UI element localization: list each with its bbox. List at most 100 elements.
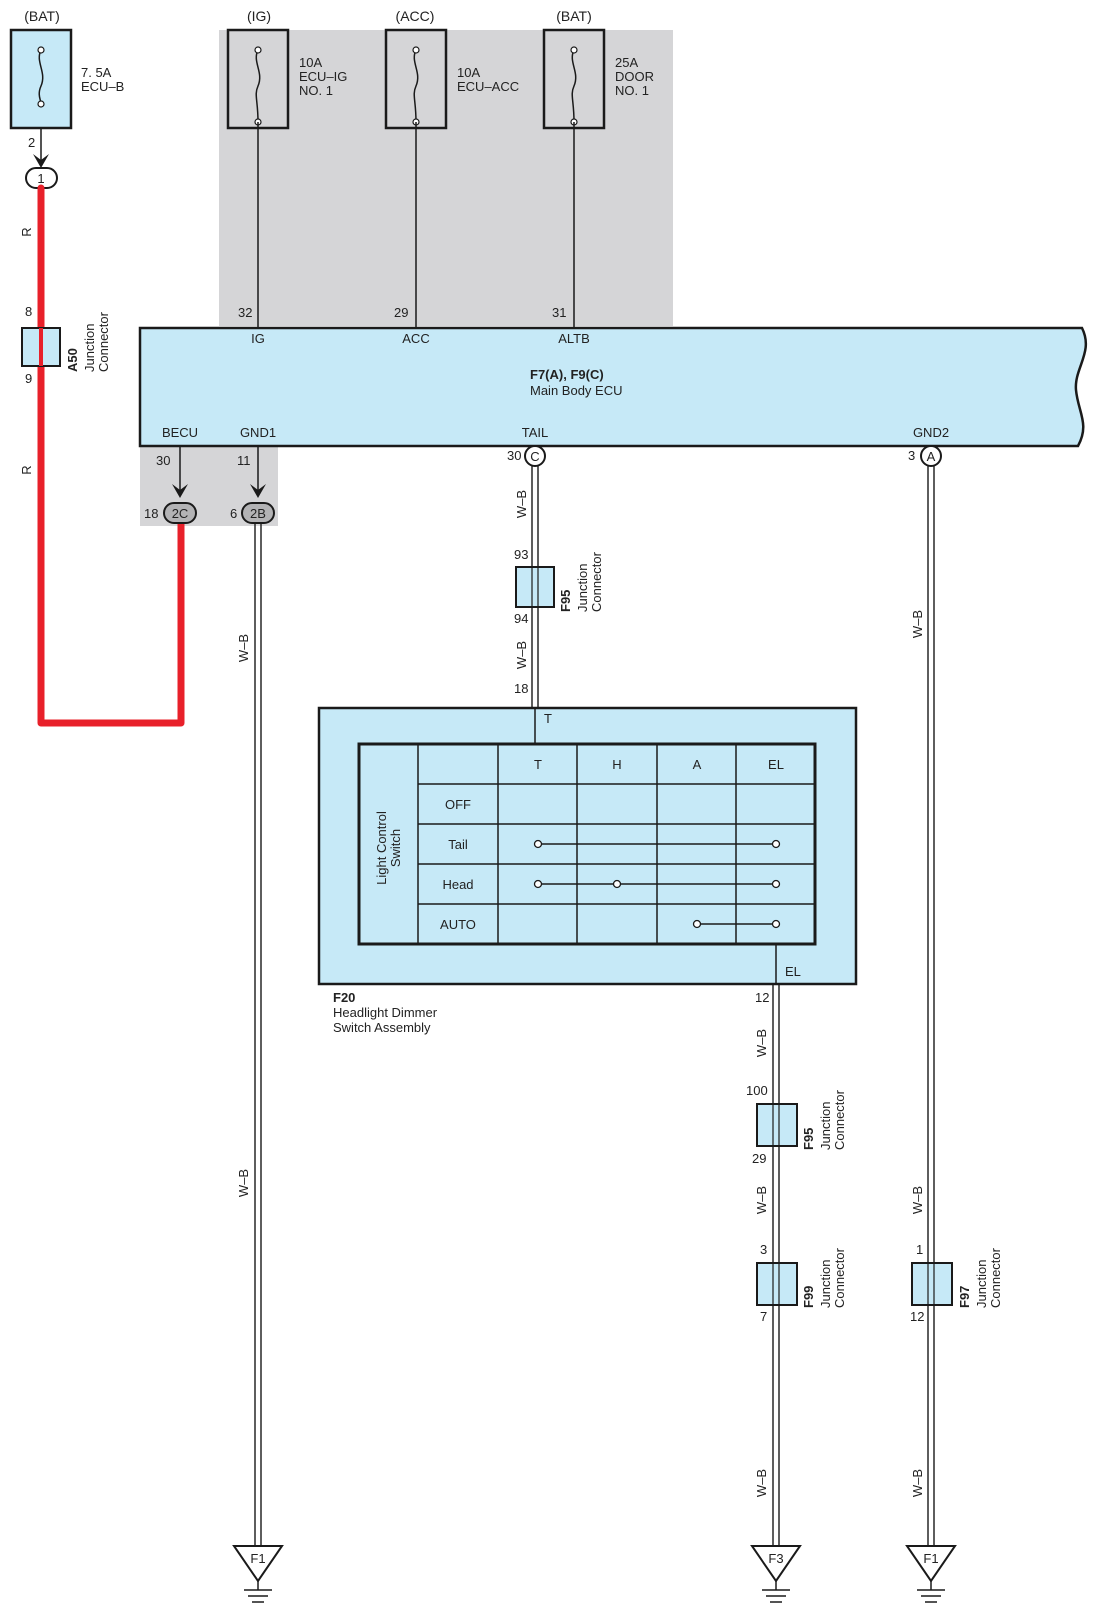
svg-text:32: 32 [238, 305, 252, 320]
svg-text:(IG): (IG) [247, 8, 271, 24]
svg-text:A: A [927, 449, 936, 464]
terminal-el: EL [785, 964, 801, 979]
svg-text:100: 100 [746, 1083, 768, 1098]
svg-text:F95: F95 [801, 1128, 816, 1150]
svg-text:29: 29 [394, 305, 408, 320]
svg-text:F3: F3 [768, 1551, 783, 1566]
connector-a: A [920, 445, 942, 467]
switch-name: Headlight Dimmer [333, 1005, 438, 1020]
svg-text:W–B: W–B [754, 1469, 769, 1497]
junction-f97: 1 12 F97 Junction Connector [910, 1242, 1003, 1324]
svg-text:Junction: Junction [818, 1260, 833, 1308]
svg-text:Connector: Connector [832, 1089, 847, 1150]
light-control-switch-table: Light Control Switch T H A EL OFF Tail H… [357, 742, 817, 946]
connector-arrow-icon [172, 484, 188, 498]
svg-text:2B: 2B [250, 506, 266, 521]
svg-text:30: 30 [156, 453, 170, 468]
svg-text:W–B: W–B [236, 1169, 251, 1197]
svg-text:Junction: Junction [82, 324, 97, 372]
terminal-t: T [544, 711, 552, 726]
svg-text:12: 12 [910, 1309, 924, 1324]
svg-text:11: 11 [237, 453, 251, 468]
ecu-name: Main Body ECU [530, 383, 622, 398]
fuse-name: ECU–B [81, 79, 124, 94]
svg-text:Light Control: Light Control [374, 811, 389, 885]
red-wire [37, 184, 185, 727]
svg-text:1: 1 [37, 171, 44, 186]
wire-wb-el [772, 984, 780, 1546]
ground-f3: F3 [750, 1545, 802, 1603]
svg-text:10A: 10A [457, 65, 480, 80]
continuity-auto [692, 919, 781, 929]
svg-text:ACC: ACC [402, 331, 429, 346]
svg-text:Connector: Connector [589, 551, 604, 612]
wire-wb-gnd1 [254, 523, 262, 1546]
svg-text:ECU–IG: ECU–IG [299, 69, 347, 84]
wire-wb-tail [531, 466, 539, 708]
connector-2b: 6 2B [230, 502, 275, 524]
svg-text:12: 12 [755, 990, 769, 1005]
svg-text:F95: F95 [558, 590, 573, 612]
wire-color-label: R [19, 465, 34, 474]
svg-text:Junction: Junction [974, 1260, 989, 1308]
ground-f1-left: F1 [232, 1545, 284, 1603]
column-header: EL [768, 757, 784, 772]
svg-text:29: 29 [752, 1151, 766, 1166]
main-body-ecu: IG ACC ALTB F7(A), F9(C) Main Body ECU B… [138, 326, 1088, 448]
svg-text:(BAT): (BAT) [556, 8, 592, 24]
svg-text:F1: F1 [923, 1551, 938, 1566]
pin-label: 2 [28, 135, 35, 150]
connector-2c: 18 2C [144, 502, 197, 524]
svg-text:30: 30 [507, 448, 521, 463]
ground-f1-right: F1 [905, 1545, 957, 1603]
svg-text:Connector: Connector [988, 1247, 1003, 1308]
fuse-source: (BAT) [24, 8, 60, 24]
svg-text:F99: F99 [801, 1286, 816, 1308]
svg-text:25A: 25A [615, 55, 638, 70]
svg-text:TAIL: TAIL [522, 425, 549, 440]
connector-arrow-icon [250, 484, 266, 498]
row-header: AUTO [440, 917, 476, 932]
svg-text:1: 1 [916, 1242, 923, 1257]
svg-text:(ACC): (ACC) [396, 8, 435, 24]
switch-id: F20 [333, 990, 355, 1005]
svg-text:NO. 1: NO. 1 [299, 83, 333, 98]
row-header: OFF [445, 797, 471, 812]
junction-a50: 8 9 A50 Junction Connector [21, 304, 111, 386]
svg-text:W–B: W–B [514, 641, 529, 669]
svg-text:2C: 2C [172, 506, 189, 521]
svg-text:3: 3 [908, 448, 915, 463]
row-header: Tail [448, 837, 468, 852]
continuity-head [533, 879, 781, 889]
svg-text:ECU–ACC: ECU–ACC [457, 79, 519, 94]
svg-text:10A: 10A [299, 55, 322, 70]
svg-text:94: 94 [514, 611, 528, 626]
svg-text:W–B: W–B [754, 1029, 769, 1057]
svg-text:BECU: BECU [162, 425, 198, 440]
svg-text:Connector: Connector [96, 311, 111, 372]
junction-f99: 3 7 F99 Junction Connector [756, 1242, 847, 1324]
connector-arrow-icon [33, 154, 49, 168]
junction-f95-lower: 100 29 F95 Junction Connector [746, 1083, 847, 1166]
svg-text:9: 9 [25, 371, 32, 386]
svg-text:W–B: W–B [514, 490, 529, 518]
svg-text:W–B: W–B [910, 1469, 925, 1497]
svg-text:3: 3 [760, 1242, 767, 1257]
svg-text:93: 93 [514, 547, 528, 562]
svg-text:C: C [530, 449, 539, 464]
svg-text:DOOR: DOOR [615, 69, 654, 84]
svg-text:A50: A50 [65, 348, 80, 372]
switch-name: Switch Assembly [333, 1020, 431, 1035]
svg-text:31: 31 [552, 305, 566, 320]
row-header: Head [442, 877, 473, 892]
svg-text:F1: F1 [250, 1551, 265, 1566]
svg-text:GND1: GND1 [240, 425, 276, 440]
svg-text:NO. 1: NO. 1 [615, 83, 649, 98]
svg-text:ALTB: ALTB [558, 331, 590, 346]
svg-text:18: 18 [514, 681, 528, 696]
fuse-ecu-b: (BAT) 7. 5A ECU–B [9, 8, 124, 130]
column-header: H [612, 757, 621, 772]
svg-text:W–B: W–B [236, 634, 251, 662]
svg-text:18: 18 [144, 506, 158, 521]
